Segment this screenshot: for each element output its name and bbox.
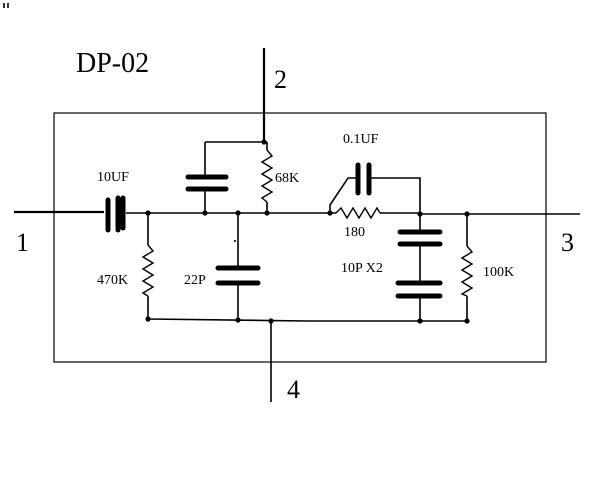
ground-bus-left [147, 318, 307, 322]
diagram-title: DP-02 [76, 48, 149, 79]
capacitor-output-2 [395, 280, 443, 299]
feedback-wire [329, 177, 421, 214]
capacitor-22p [215, 265, 261, 286]
label-resistor-100k: 100K [483, 265, 514, 280]
label-resistor-470k: 470K [97, 273, 128, 288]
resistor-100k [460, 245, 474, 297]
pin-2-label: 2 [274, 65, 287, 94]
resistor-68k [260, 149, 274, 203]
resistor-180 [335, 206, 381, 220]
label-capacitor-output: 10P X2 [341, 261, 383, 276]
corner-mark [3, 3, 9, 8]
module-enclosure [53, 112, 547, 363]
capacitor-input [105, 195, 126, 233]
capacitor-bias [185, 174, 229, 192]
capacitor-feedback [355, 162, 372, 196]
junction-dots [145, 139, 470, 324]
resistor-470k [141, 244, 155, 297]
pin-leads [14, 48, 580, 402]
label-capacitor-input: 10UF [97, 170, 129, 185]
label-capacitor-feedback: 0.1UF [343, 132, 379, 147]
label-capacitor-22p: 22P [184, 273, 206, 288]
label-resistor-68k: 68K [275, 171, 299, 186]
capacitor-output-1 [397, 229, 443, 247]
pin-1-label: 1 [16, 228, 29, 257]
label-resistor-180: 180 [344, 225, 365, 240]
pin-3-label: 3 [561, 228, 574, 257]
bias-network-wire [204, 141, 268, 213]
pin-4-label: 4 [287, 375, 300, 404]
